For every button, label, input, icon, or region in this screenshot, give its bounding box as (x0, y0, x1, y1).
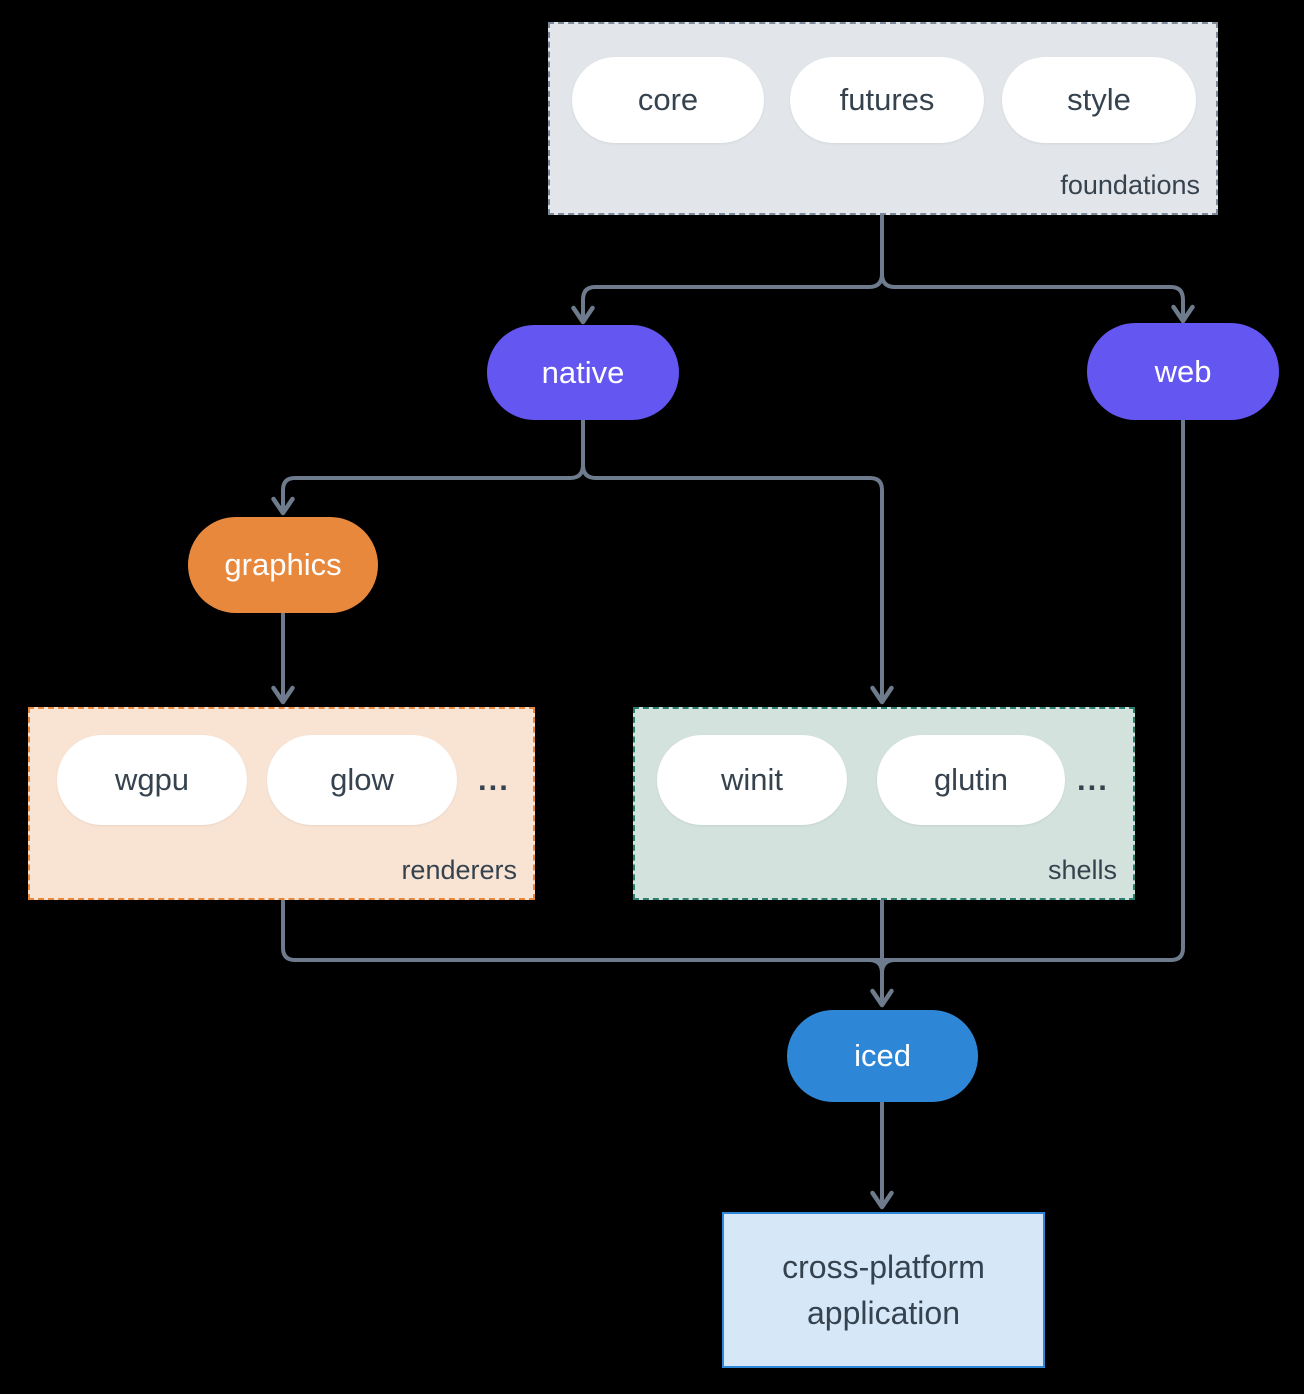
arrowhead-web (1171, 304, 1195, 324)
group-shells: winit glutin ... shells (633, 707, 1135, 900)
edge-foundations-stem-right (880, 272, 897, 289)
node-core: core (572, 57, 764, 143)
node-glutin: glutin (877, 735, 1065, 825)
node-wgpu-label: wgpu (114, 762, 190, 797)
arrowhead-iced (870, 988, 894, 1008)
node-app-label: cross-platform application (782, 1248, 985, 1331)
node-graphics: graphics (188, 517, 378, 613)
node-futures: futures (790, 57, 984, 143)
node-glow-label: glow (330, 762, 394, 797)
edge-native-stem-right (581, 463, 598, 480)
edge-split-to-shells (594, 476, 884, 698)
node-winit-label: winit (720, 762, 783, 797)
node-iced: iced (787, 1010, 978, 1102)
node-style: style (1002, 57, 1196, 143)
node-winit: winit (657, 735, 847, 825)
arrowhead-shells (870, 685, 894, 705)
arrowhead-native (571, 305, 595, 325)
node-native-label: native (541, 354, 625, 390)
group-shells-label: shells (1047, 855, 1117, 885)
edge-split-to-graphics (281, 476, 572, 509)
edge-native-stem (568, 418, 585, 480)
node-futures-label: futures (839, 82, 935, 117)
node-native: native (487, 325, 679, 420)
node-wgpu: wgpu (57, 735, 247, 825)
shells-ellipsis: ... (1077, 762, 1109, 797)
node-cross-platform-application: cross-platform application (722, 1212, 1045, 1368)
edge-split-to-web (893, 285, 1185, 317)
node-web-label: web (1154, 353, 1212, 389)
group-renderers-label: renderers (401, 855, 517, 885)
group-foundations: core futures style foundations (548, 22, 1218, 215)
group-foundations-label: foundations (1060, 170, 1200, 200)
arrowhead-graphics (271, 496, 295, 516)
node-style-label: style (1067, 82, 1131, 117)
node-core-label: core (637, 82, 699, 117)
edge-split-to-native (581, 285, 871, 318)
node-iced-label: iced (854, 1038, 911, 1073)
edge-foundations-stem (867, 214, 884, 289)
arrowhead-app (870, 1190, 894, 1210)
node-web: web (1087, 323, 1279, 420)
node-graphics-label: graphics (224, 547, 342, 582)
group-renderers: wgpu glow ... renderers (28, 707, 535, 900)
node-glow: glow (267, 735, 457, 825)
arrowhead-renderers (271, 685, 295, 705)
node-glutin-label: glutin (933, 762, 1009, 797)
renderers-ellipsis: ... (478, 762, 510, 797)
edge-merge-rail (281, 419, 1185, 962)
